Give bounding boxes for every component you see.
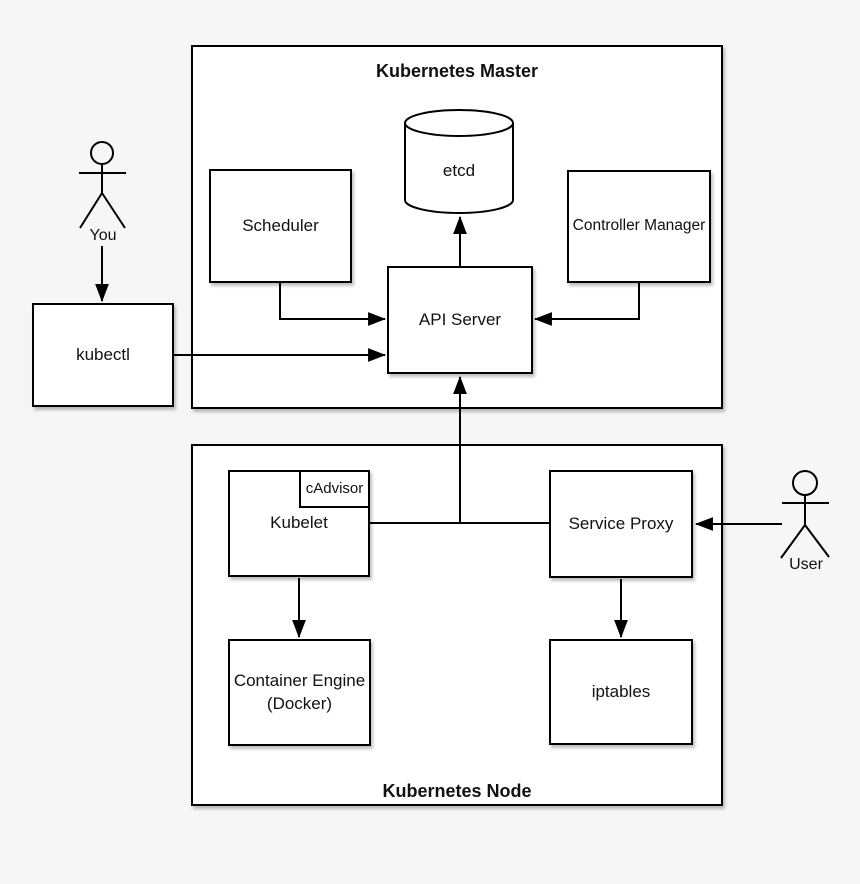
user-actor-label: User xyxy=(789,556,823,573)
you-actor-label: You xyxy=(89,227,117,244)
iptables-box: iptables xyxy=(549,639,693,745)
controller-manager-label: Controller Manager xyxy=(572,217,706,235)
scheduler-label: Scheduler xyxy=(242,215,319,235)
iptables-label: iptables xyxy=(591,681,651,701)
user-stick-figure-icon xyxy=(780,470,830,559)
api-server-label: API Server xyxy=(418,309,502,329)
kubelet-label: Kubelet xyxy=(270,513,328,533)
api-server-box: API Server xyxy=(387,266,533,374)
arrow-controller-manager-to-api-server xyxy=(533,283,640,326)
etcd-cylinder-shape xyxy=(404,109,514,214)
arrow-scheduler-to-api-server xyxy=(279,283,387,326)
container-engine-label-line1: Container Engine xyxy=(233,671,366,691)
service-proxy-box: Service Proxy xyxy=(549,470,693,578)
cadvisor-label: cAdvisor xyxy=(305,480,364,498)
kubernetes-master-title: Kubernetes Master xyxy=(375,61,539,81)
container-engine-label-line2: (Docker) xyxy=(266,693,333,713)
etcd-label: etcd xyxy=(442,161,476,180)
cadvisor-box: cAdvisor xyxy=(299,470,370,508)
kubectl-box: kubectl xyxy=(32,303,174,407)
service-proxy-label: Service Proxy xyxy=(568,513,674,533)
you-stick-figure-icon xyxy=(79,141,126,229)
kubernetes-node-title: Kubernetes Node xyxy=(382,781,532,801)
container-engine-box: Container Engine (Docker) xyxy=(228,639,371,746)
controller-manager-box: Controller Manager xyxy=(567,170,711,283)
kubectl-label: kubectl xyxy=(76,344,130,364)
scheduler-box: Scheduler xyxy=(209,169,352,283)
